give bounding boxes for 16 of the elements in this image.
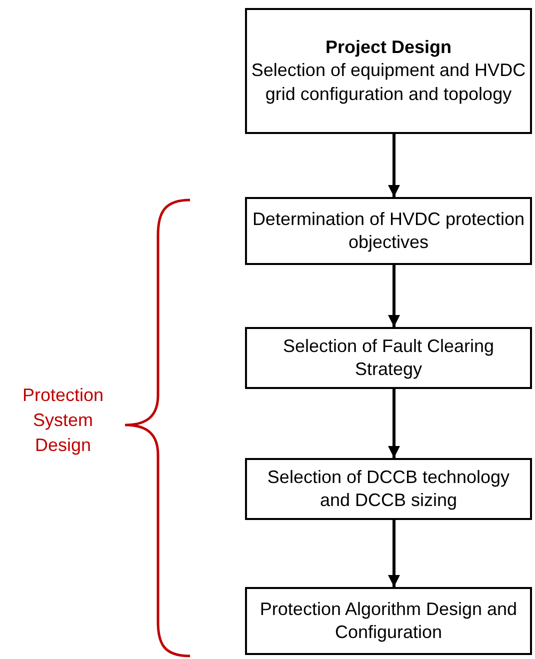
box-text: Selection of Fault Clearing Strategy — [282, 334, 496, 381]
box-text: Determination of HVDC protection objectives — [251, 208, 526, 254]
box-text: Protection Algorithm Design and Configuration — [258, 598, 518, 644]
box-text: Selection of DCCB technology and DCCB sizing — [266, 466, 511, 512]
process-box — [245, 587, 532, 655]
process-box — [245, 8, 532, 134]
process-box — [245, 197, 532, 265]
brace-label: Protection System Design — [21, 384, 105, 458]
arrow — [388, 134, 400, 197]
arrow — [388, 265, 400, 327]
box-heading: Project Design — [325, 36, 452, 59]
arrow — [388, 520, 400, 587]
process-box — [245, 327, 532, 389]
box-text: Selection of equipment and HVDC grid configuration and topology — [251, 59, 526, 106]
process-box — [245, 458, 532, 520]
arrow — [388, 389, 400, 458]
